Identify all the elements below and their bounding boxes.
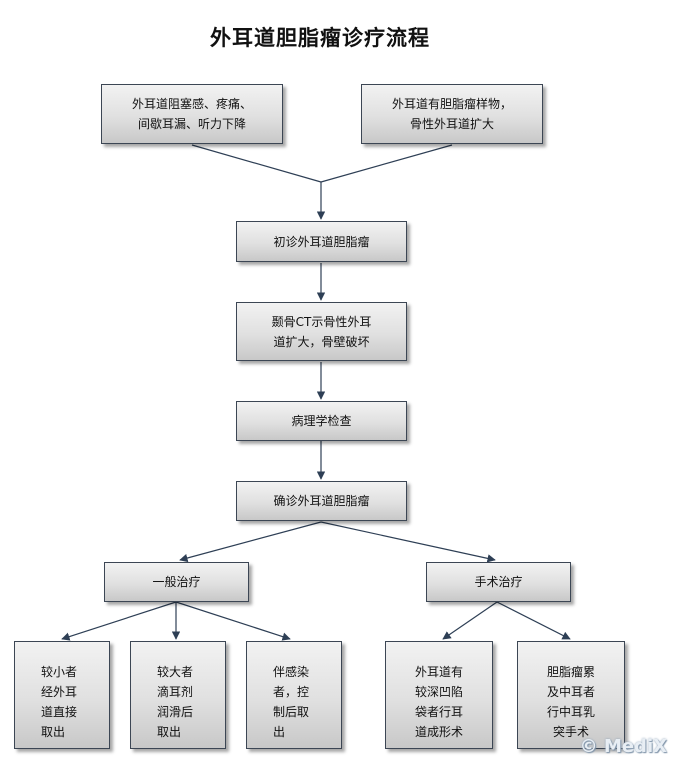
- node-ct: 颞骨CT示骨性外耳 道扩大，骨壁破坏: [236, 302, 407, 361]
- page-title: 外耳道胆脂瘤诊疗流程: [210, 26, 430, 50]
- node-initial-diagnosis: 初诊外耳道胆脂瘤: [236, 221, 407, 262]
- node-finding: 外耳道有胆脂瘤样物， 骨性外耳道扩大: [361, 84, 543, 144]
- node-general-treatment: 一般治疗: [104, 562, 249, 602]
- arrow-to-canal-deep: [442, 601, 498, 640]
- node-canal-deep: 外耳道有 较深凹陷 袋者行耳 道成形术: [385, 641, 493, 749]
- connector-finding-merge: [320, 144, 453, 183]
- connector-symptom-merge: [191, 144, 322, 183]
- node-infected: 伴感染 者，控 制后取 出: [246, 641, 342, 749]
- arrow-to-infected: [175, 601, 291, 641]
- watermark: © MediX: [579, 736, 667, 757]
- node-small: 较小者 经外耳 道直接 取出: [14, 641, 110, 749]
- node-large: 较大者 滴耳剂 润滑后 取出: [130, 641, 226, 749]
- node-pathology: 病理学检查: [236, 401, 407, 441]
- arrow-to-small: [61, 601, 177, 641]
- arrow-to-surgical-treatment: [320, 521, 496, 563]
- arrow-to-general-treatment: [179, 521, 322, 563]
- node-symptom: 外耳道阻塞感、疼痛、 间歇耳漏、听力下降: [101, 84, 283, 144]
- node-confirmed-diagnosis: 确诊外耳道胆脂瘤: [236, 481, 407, 521]
- node-surgical-treatment: 手术治疗: [426, 562, 571, 602]
- node-middle-ear: 胆脂瘤累 及中耳者 行中耳乳 突手术: [517, 641, 625, 749]
- arrow-to-middle-ear: [496, 601, 571, 640]
